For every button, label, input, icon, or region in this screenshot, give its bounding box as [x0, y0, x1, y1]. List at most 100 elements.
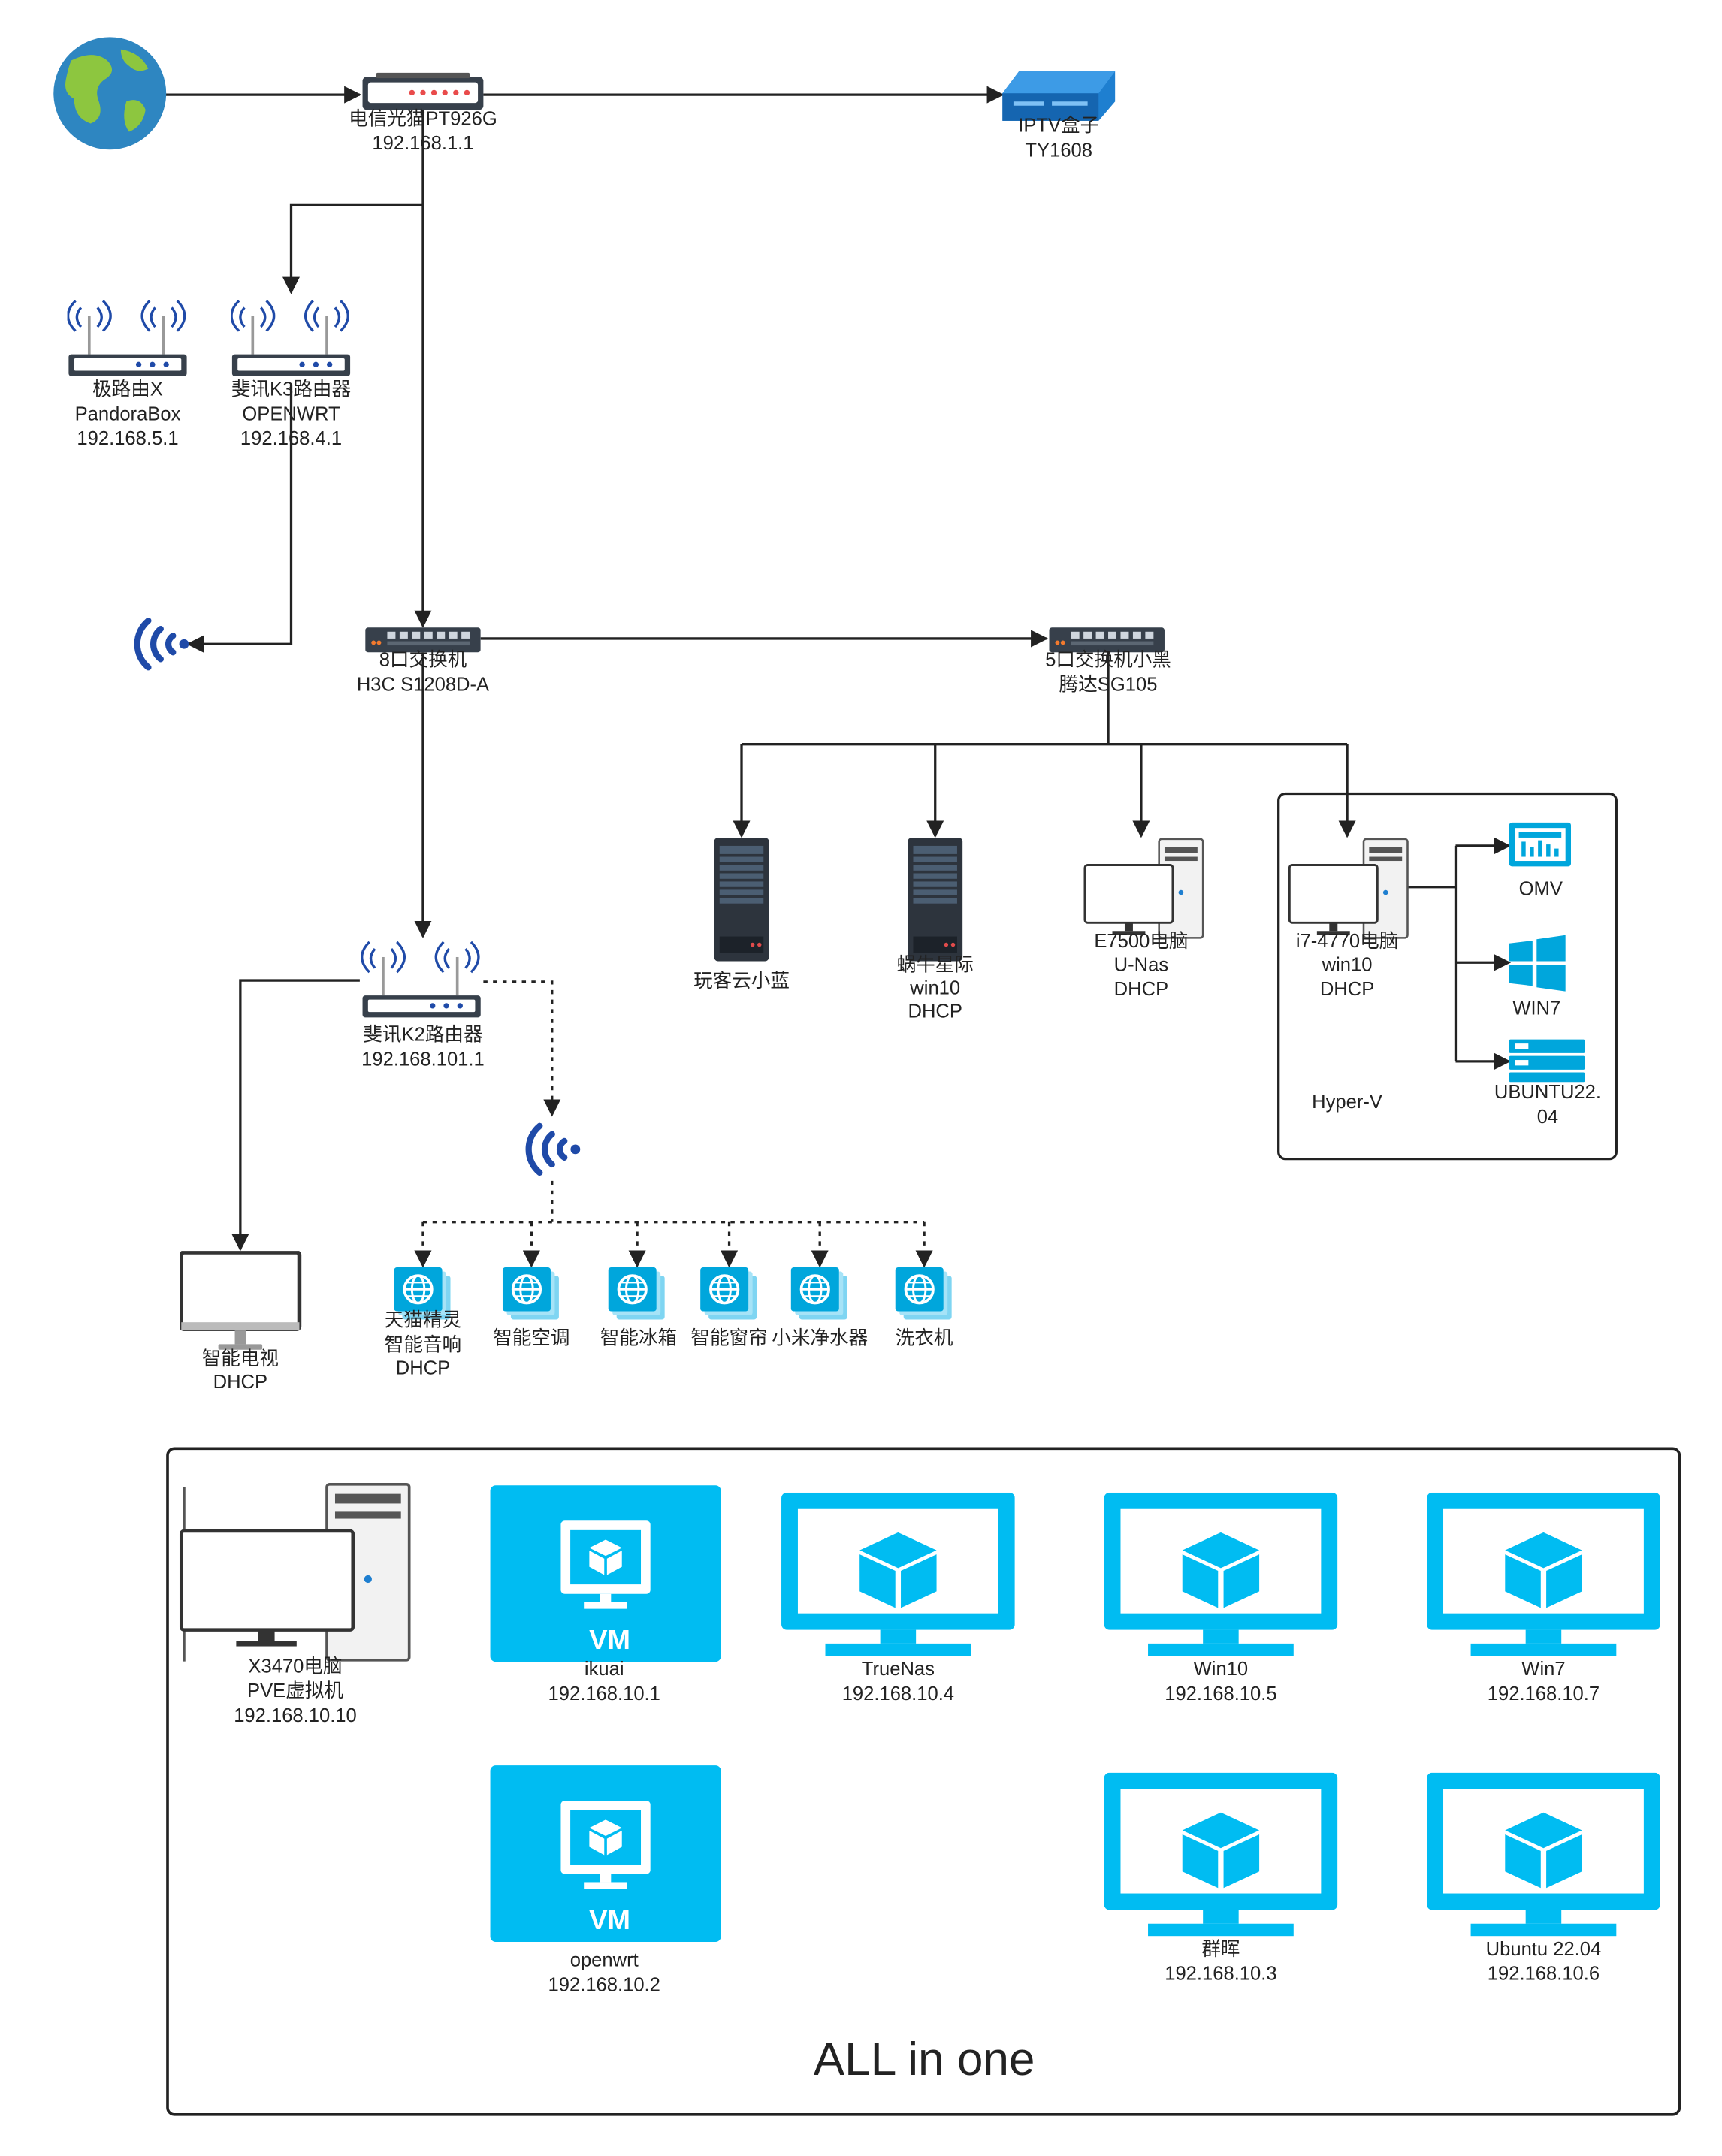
ubuntu-label-1: UBUNTU22. — [1494, 1082, 1601, 1103]
link-k2-tv — [231, 979, 360, 1252]
truenas-ip: 192.168.10.4 — [842, 1683, 954, 1705]
host-ip: 192.168.10.10 — [234, 1705, 357, 1726]
router-k2-name: 斐讯K2路由器 — [363, 1023, 482, 1045]
switch-5port: 5口交换机小黑 腾达SG105 — [1045, 627, 1171, 695]
hyperv-group: i7-4770电脑 win10 DHCP Hyper-V OMV WIN7 — [1277, 792, 1618, 1161]
modem: 电信光猫PT926G 192.168.1.1 — [349, 72, 497, 154]
truenas-name: TrueNas — [862, 1659, 935, 1680]
wifi-icon — [137, 621, 189, 667]
e7500-name: E7500电脑 — [1094, 930, 1188, 952]
smart-device-label: 智能空调 — [493, 1327, 569, 1348]
e7500-dhcp: DHCP — [1114, 979, 1168, 1000]
host-name: X3470电脑 — [248, 1655, 342, 1677]
all-in-one-group: X3470电脑 PVE虚拟机 192.168.10.10 VM ikuai 19… — [166, 1447, 1681, 2116]
modem-ip: 192.168.1.1 — [372, 133, 473, 154]
win7-label: WIN7 — [1512, 998, 1560, 1019]
monitor-cube-icon — [1427, 1772, 1660, 1937]
desktop-pc-icon — [179, 1483, 411, 1662]
smart-device-icon — [501, 1267, 560, 1321]
woniu-name: 蜗牛星际 — [897, 953, 974, 975]
switch-8port: 8口交换机 H3C S1208D-A — [357, 627, 490, 695]
switch5-model: 腾达SG105 — [1059, 673, 1158, 695]
all-in-one-border — [166, 1447, 1681, 2116]
desktop-pc-icon — [1083, 838, 1204, 939]
smart-device-label: 智能音响 — [385, 1334, 461, 1356]
server-icon — [714, 837, 769, 962]
connections — [165, 86, 1512, 1252]
link-k2-wifi — [483, 980, 561, 1117]
router-k3-name: 斐讯K3路由器 — [231, 378, 351, 400]
smart-device-icon — [606, 1267, 666, 1321]
vm-badge: VM — [589, 1904, 630, 1935]
router-x: 极路由X PandoraBox 192.168.5.1 — [67, 299, 189, 449]
win10-ip: 192.168.10.5 — [1165, 1683, 1276, 1705]
iptv-model: TY1608 — [1025, 140, 1092, 161]
smart-tv: 智能电视 DHCP — [181, 1252, 299, 1393]
router-x-firmware: PandoraBox — [75, 403, 181, 424]
monitor-cube-icon — [1427, 1492, 1660, 1656]
monitor-cube-icon — [1104, 1492, 1338, 1656]
switch8-model: H3C S1208D-A — [357, 674, 490, 695]
tv-icon — [181, 1252, 299, 1350]
smart-device-label: 天猫精灵 — [385, 1309, 461, 1331]
win7-node: WIN7 — [1509, 935, 1566, 1019]
link-modem-k3 — [282, 107, 424, 294]
ubuntu-label-2: 04 — [1537, 1107, 1558, 1128]
tv-dhcp: DHCP — [213, 1372, 267, 1393]
smart-device-label: 智能冰箱 — [600, 1327, 677, 1348]
win10-name: Win10 — [1194, 1659, 1249, 1680]
switch5-name: 5口交换机小黑 — [1045, 648, 1171, 670]
wanke-name: 玩客云小蓝 — [693, 970, 790, 992]
server-rack-icon — [1509, 1039, 1585, 1083]
smart-device-label: DHCP — [396, 1358, 450, 1379]
smart-device-5: 小米净水器 — [772, 1267, 868, 1348]
smart-device-icon — [789, 1267, 849, 1321]
e7500-os: U-Nas — [1114, 954, 1168, 975]
windows-logo-icon — [1509, 935, 1566, 992]
switch8-name: 8口交换机 — [379, 648, 467, 670]
ubuntu-node: UBUNTU22. 04 — [1494, 1039, 1601, 1128]
win7-vm-name: Win7 — [1521, 1659, 1565, 1680]
iptv-name: IPTV盒子 — [1018, 114, 1099, 136]
qunhui-ip: 192.168.10.3 — [1165, 1964, 1276, 1985]
smart-device-6: 洗衣机 — [893, 1267, 953, 1348]
tv-name: 智能电视 — [202, 1348, 279, 1369]
vm-badge: VM — [589, 1624, 630, 1655]
monitor-cube-icon — [1104, 1772, 1338, 1937]
smart-device-icon — [893, 1267, 953, 1321]
omv-label: OMV — [1519, 879, 1563, 900]
iptv-box: IPTV盒子 TY1608 — [1002, 71, 1116, 161]
router-x-ip: 192.168.5.1 — [77, 428, 178, 449]
omv-node: OMV — [1509, 822, 1572, 900]
smart-device-label: 洗衣机 — [896, 1327, 953, 1348]
desktop-pc-icon — [1288, 838, 1409, 939]
woniu-server: 蜗牛星际 win10 DHCP — [897, 837, 974, 1022]
i7-os: win10 — [1322, 954, 1373, 975]
router-k2: 斐讯K2路由器 192.168.101.1 — [361, 941, 485, 1070]
smart-device-icon — [699, 1267, 758, 1321]
x3470-host: X3470电脑 PVE虚拟机 192.168.10.10 — [179, 1483, 411, 1726]
router-x-name: 极路由X — [92, 378, 163, 400]
vm-ubuntu: Ubuntu 22.04 192.168.10.6 — [1427, 1772, 1660, 1985]
openwrt-ip: 192.168.10.2 — [548, 1974, 660, 1995]
qunhui-name: 群晖 — [1201, 1938, 1240, 1960]
vm-ikuai: VM ikuai 192.168.10.1 — [490, 1485, 721, 1705]
woniu-os: win10 — [909, 977, 960, 998]
router-k3-firmware: OPENWRT — [242, 403, 340, 424]
i7-name: i7-4770电脑 — [1296, 930, 1398, 952]
hyperv-label: Hyper-V — [1312, 1092, 1382, 1113]
monitor-cube-icon — [781, 1492, 1015, 1656]
woniu-dhcp: DHCP — [908, 1001, 962, 1022]
wifi-icon — [529, 1126, 581, 1173]
i7-dhcp: DHCP — [1320, 979, 1374, 1000]
smart-device-3: 智能冰箱 — [600, 1267, 677, 1348]
openwrt-name: openwrt — [570, 1949, 639, 1970]
vm-qunhui: 群晖 192.168.10.3 — [1104, 1772, 1338, 1985]
smart-device-2: 智能空调 — [493, 1267, 570, 1348]
router-k3-ip: 192.168.4.1 — [240, 428, 342, 449]
smart-device-label: 小米净水器 — [772, 1327, 868, 1348]
router-k2-ip: 192.168.101.1 — [361, 1049, 485, 1070]
vm-win10: Win10 192.168.10.5 — [1104, 1492, 1338, 1705]
